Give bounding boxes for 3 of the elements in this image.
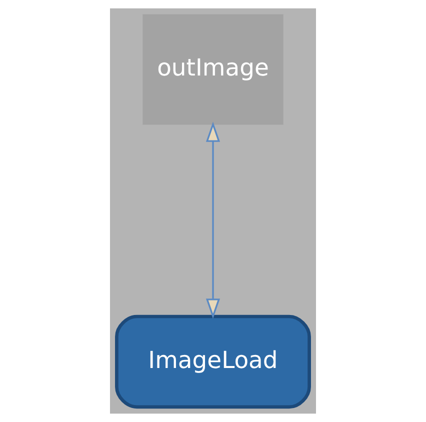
node-box: ImageLoad <box>115 314 311 409</box>
arrow <box>206 122 220 319</box>
node-box: outImage <box>142 14 284 125</box>
